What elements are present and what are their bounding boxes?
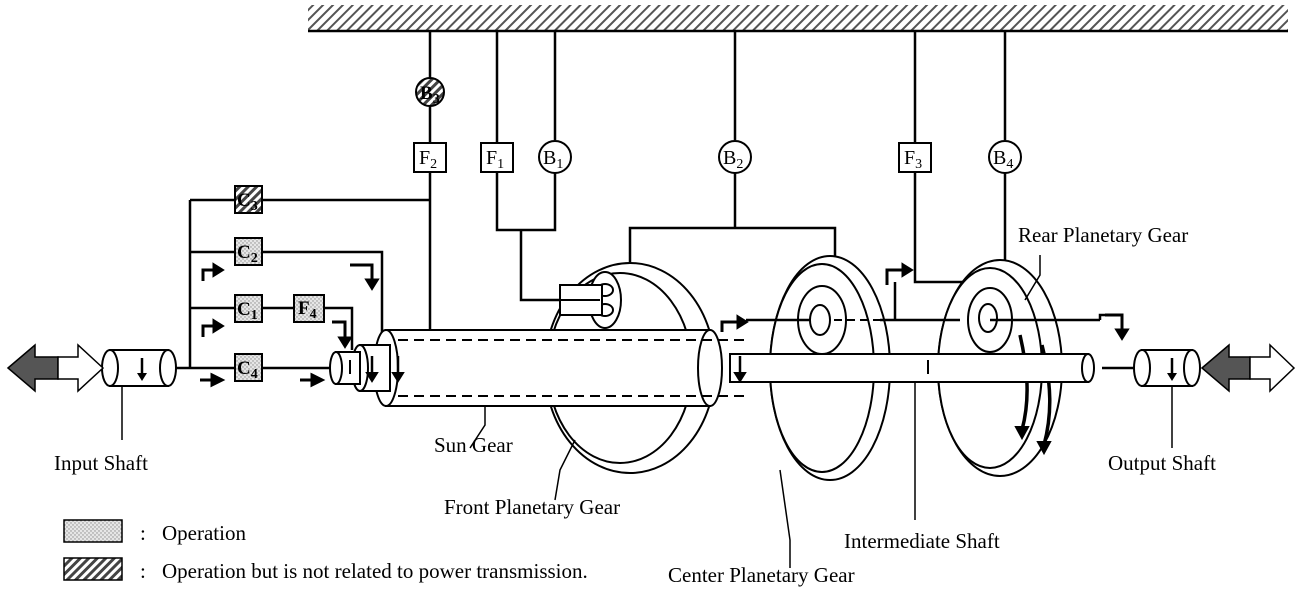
svg-text:C4: C4 <box>237 358 258 382</box>
one-way-clutch-F2: F2 <box>413 142 447 173</box>
transmission-housing <box>308 5 1288 33</box>
one-way-clutch-F1: F1 <box>480 142 514 173</box>
output-direction-arrows <box>1200 343 1296 393</box>
legend-hatched-swatch <box>63 557 123 581</box>
svg-text:C3: C3 <box>237 190 258 214</box>
legend-separator: : <box>140 559 146 583</box>
brake-B3: B3 <box>415 77 445 107</box>
front-planetary-gear-label: Front Planetary Gear <box>444 495 620 519</box>
clutch-C4: C4 <box>234 353 263 382</box>
clutch-C2: C2 <box>234 237 263 266</box>
housing-links <box>428 31 1007 340</box>
center-planetary-gear-label: Center Planetary Gear <box>668 563 855 587</box>
clutch-C1: C1 <box>234 294 263 323</box>
input-shaft-label: Input Shaft <box>54 451 148 475</box>
one-way-clutch-F4: F4 <box>293 294 325 323</box>
svg-text:F3: F3 <box>904 147 922 172</box>
svg-text:F4: F4 <box>298 298 317 322</box>
brake-B1: B1 <box>538 140 572 174</box>
input-shaft <box>101 349 177 387</box>
sun-gear-drum <box>329 329 750 407</box>
svg-text:B3: B3 <box>420 83 440 107</box>
power-flow-arrows <box>200 262 1130 388</box>
intermediate-shaft <box>729 353 1095 383</box>
one-way-clutch-F3: F3 <box>898 142 932 173</box>
legend-operation-text: Operation <box>162 521 246 545</box>
legend-not-related-text: Operation but is not related to power tr… <box>162 559 588 583</box>
clutch-C3: C3 <box>234 185 263 214</box>
svg-text:C1: C1 <box>237 299 258 323</box>
rear-planetary-gear-label: Rear Planetary Gear <box>1018 223 1188 247</box>
output-shaft-label: Output Shaft <box>1108 451 1216 475</box>
svg-text:F1: F1 <box>486 147 504 172</box>
svg-text:C2: C2 <box>237 242 258 266</box>
svg-text:F2: F2 <box>419 147 437 172</box>
svg-text:B2: B2 <box>723 147 743 172</box>
sun-gear-label: Sun Gear <box>434 433 513 457</box>
legend-operation-swatch <box>63 519 123 543</box>
legend-separator: : <box>140 521 146 545</box>
clutch-network <box>174 198 430 370</box>
output-shaft <box>1102 349 1201 387</box>
brake-B4: B4 <box>988 140 1022 174</box>
svg-text:B4: B4 <box>993 147 1013 172</box>
svg-text:B1: B1 <box>543 147 563 172</box>
legend: : Operation : Operation but is not relat… <box>63 519 588 583</box>
brake-B2: B2 <box>718 140 752 174</box>
input-direction-arrows <box>6 343 105 393</box>
label-leader-lines <box>121 255 1173 568</box>
intermediate-shaft-label: Intermediate Shaft <box>844 529 1000 553</box>
